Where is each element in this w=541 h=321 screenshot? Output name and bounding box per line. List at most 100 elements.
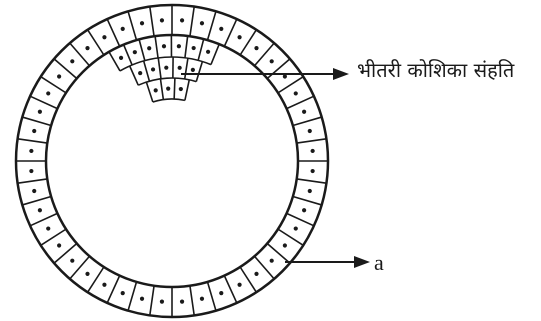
icm-cell-nucleus	[162, 44, 166, 48]
icm-cell-wall	[196, 62, 202, 82]
icm-cell-wall	[109, 52, 120, 71]
icm-cell-nucleus	[119, 56, 123, 60]
label-a: a	[374, 252, 384, 274]
cell-wall	[22, 117, 51, 125]
cell-nucleus	[85, 46, 89, 50]
icm-cell-nucleus	[178, 66, 182, 70]
cell-wall	[287, 213, 314, 225]
cell-wall	[190, 7, 194, 37]
cell-nucleus	[102, 283, 106, 287]
cell-wall	[41, 77, 66, 93]
cell-nucleus	[270, 259, 274, 263]
icm-cell-wall	[160, 79, 163, 100]
cell-nucleus	[254, 272, 258, 276]
icm-cell-nucleus	[154, 88, 158, 92]
cell-nucleus	[311, 169, 315, 173]
cell-nucleus	[180, 300, 184, 304]
icm-cell-wall	[174, 78, 175, 99]
arrow-head-icon	[333, 68, 349, 80]
cell-nucleus	[294, 91, 298, 95]
icm-cell-nucleus	[191, 68, 195, 72]
icm-cell-nucleus	[177, 44, 181, 48]
icm-cell-wall	[155, 36, 158, 58]
cell-nucleus	[254, 46, 258, 50]
cell-nucleus	[237, 35, 241, 39]
cell-nucleus	[283, 243, 287, 247]
cell-nucleus	[32, 189, 36, 193]
cell-nucleus	[70, 59, 74, 63]
blastocoel-boundary	[46, 35, 298, 287]
cell-nucleus	[283, 74, 287, 78]
cell-nucleus	[180, 18, 184, 22]
cell-nucleus	[302, 208, 306, 212]
cell-nucleus	[57, 243, 61, 247]
icm-cell-wall	[124, 45, 132, 65]
cell-wall	[278, 229, 303, 245]
cell-wall	[278, 77, 303, 93]
cell-nucleus	[140, 297, 144, 301]
icm-cell-nucleus	[133, 50, 137, 54]
icm-cell-nucleus	[151, 67, 155, 71]
cell-wall	[107, 276, 119, 303]
inner-cell-mass-pointer	[181, 68, 349, 80]
cell-nucleus	[121, 27, 125, 31]
cell-wall	[30, 96, 57, 108]
cell-nucleus	[200, 21, 204, 25]
inner-cell-mass-label: भीतरी कोशिका संहति	[357, 60, 514, 80]
cell-wall	[18, 179, 48, 183]
cell-wall	[18, 139, 48, 143]
arrow-head-icon	[354, 256, 370, 268]
cell-nucleus	[140, 21, 144, 25]
cell-wall	[240, 267, 256, 292]
cell-nucleus	[302, 110, 306, 114]
icm-cell-nucleus	[206, 50, 210, 54]
cell-wall	[128, 11, 136, 40]
icm-cell-nucleus	[164, 66, 168, 70]
cell-nucleus	[70, 259, 74, 263]
cell-nucleus	[270, 59, 274, 63]
cell-nucleus	[32, 129, 36, 133]
cell-nucleus	[308, 189, 312, 193]
cell-nucleus	[85, 272, 89, 276]
icm-cell-wall	[139, 39, 145, 60]
icm-cell-nucleus	[192, 46, 196, 50]
cell-wall	[297, 179, 327, 183]
icm-cell-nucleus	[147, 46, 151, 50]
icm-cell-wall	[144, 61, 150, 81]
icm-cell-wall	[185, 36, 188, 58]
icm-cell-nucleus	[179, 87, 183, 91]
cell-nucleus	[46, 226, 50, 230]
cell-wall	[224, 276, 236, 303]
cell-wall	[293, 196, 322, 204]
icm-cell-wall	[153, 99, 185, 102]
cell-nucleus	[102, 35, 106, 39]
icm-cell-wall	[158, 58, 161, 79]
cell-wall	[150, 7, 154, 37]
cell-nucleus	[29, 169, 33, 173]
cell-wall	[107, 19, 119, 46]
icm-cell-wall	[185, 58, 188, 79]
cell-nucleus	[294, 226, 298, 230]
cell-nucleus	[160, 300, 164, 304]
cell-wall	[297, 139, 327, 143]
cell-nucleus	[219, 27, 223, 31]
cell-nucleus	[57, 74, 61, 78]
cell-wall	[240, 30, 256, 55]
cell-wall	[190, 286, 194, 316]
cell-wall	[287, 96, 314, 108]
cell-nucleus	[38, 110, 42, 114]
cell-nucleus	[237, 283, 241, 287]
cell-nucleus	[200, 297, 204, 301]
cell-wall	[22, 196, 51, 204]
cell-wall	[207, 11, 215, 40]
cell-nucleus	[160, 18, 164, 22]
cell-nucleus	[311, 149, 315, 153]
cell-wall	[88, 267, 104, 292]
cell-wall	[88, 30, 104, 55]
cell-nucleus	[219, 291, 223, 295]
icm-cell-nucleus	[138, 71, 142, 75]
cell-wall	[224, 19, 236, 46]
cell-nucleus	[46, 91, 50, 95]
cell-wall	[30, 213, 57, 225]
